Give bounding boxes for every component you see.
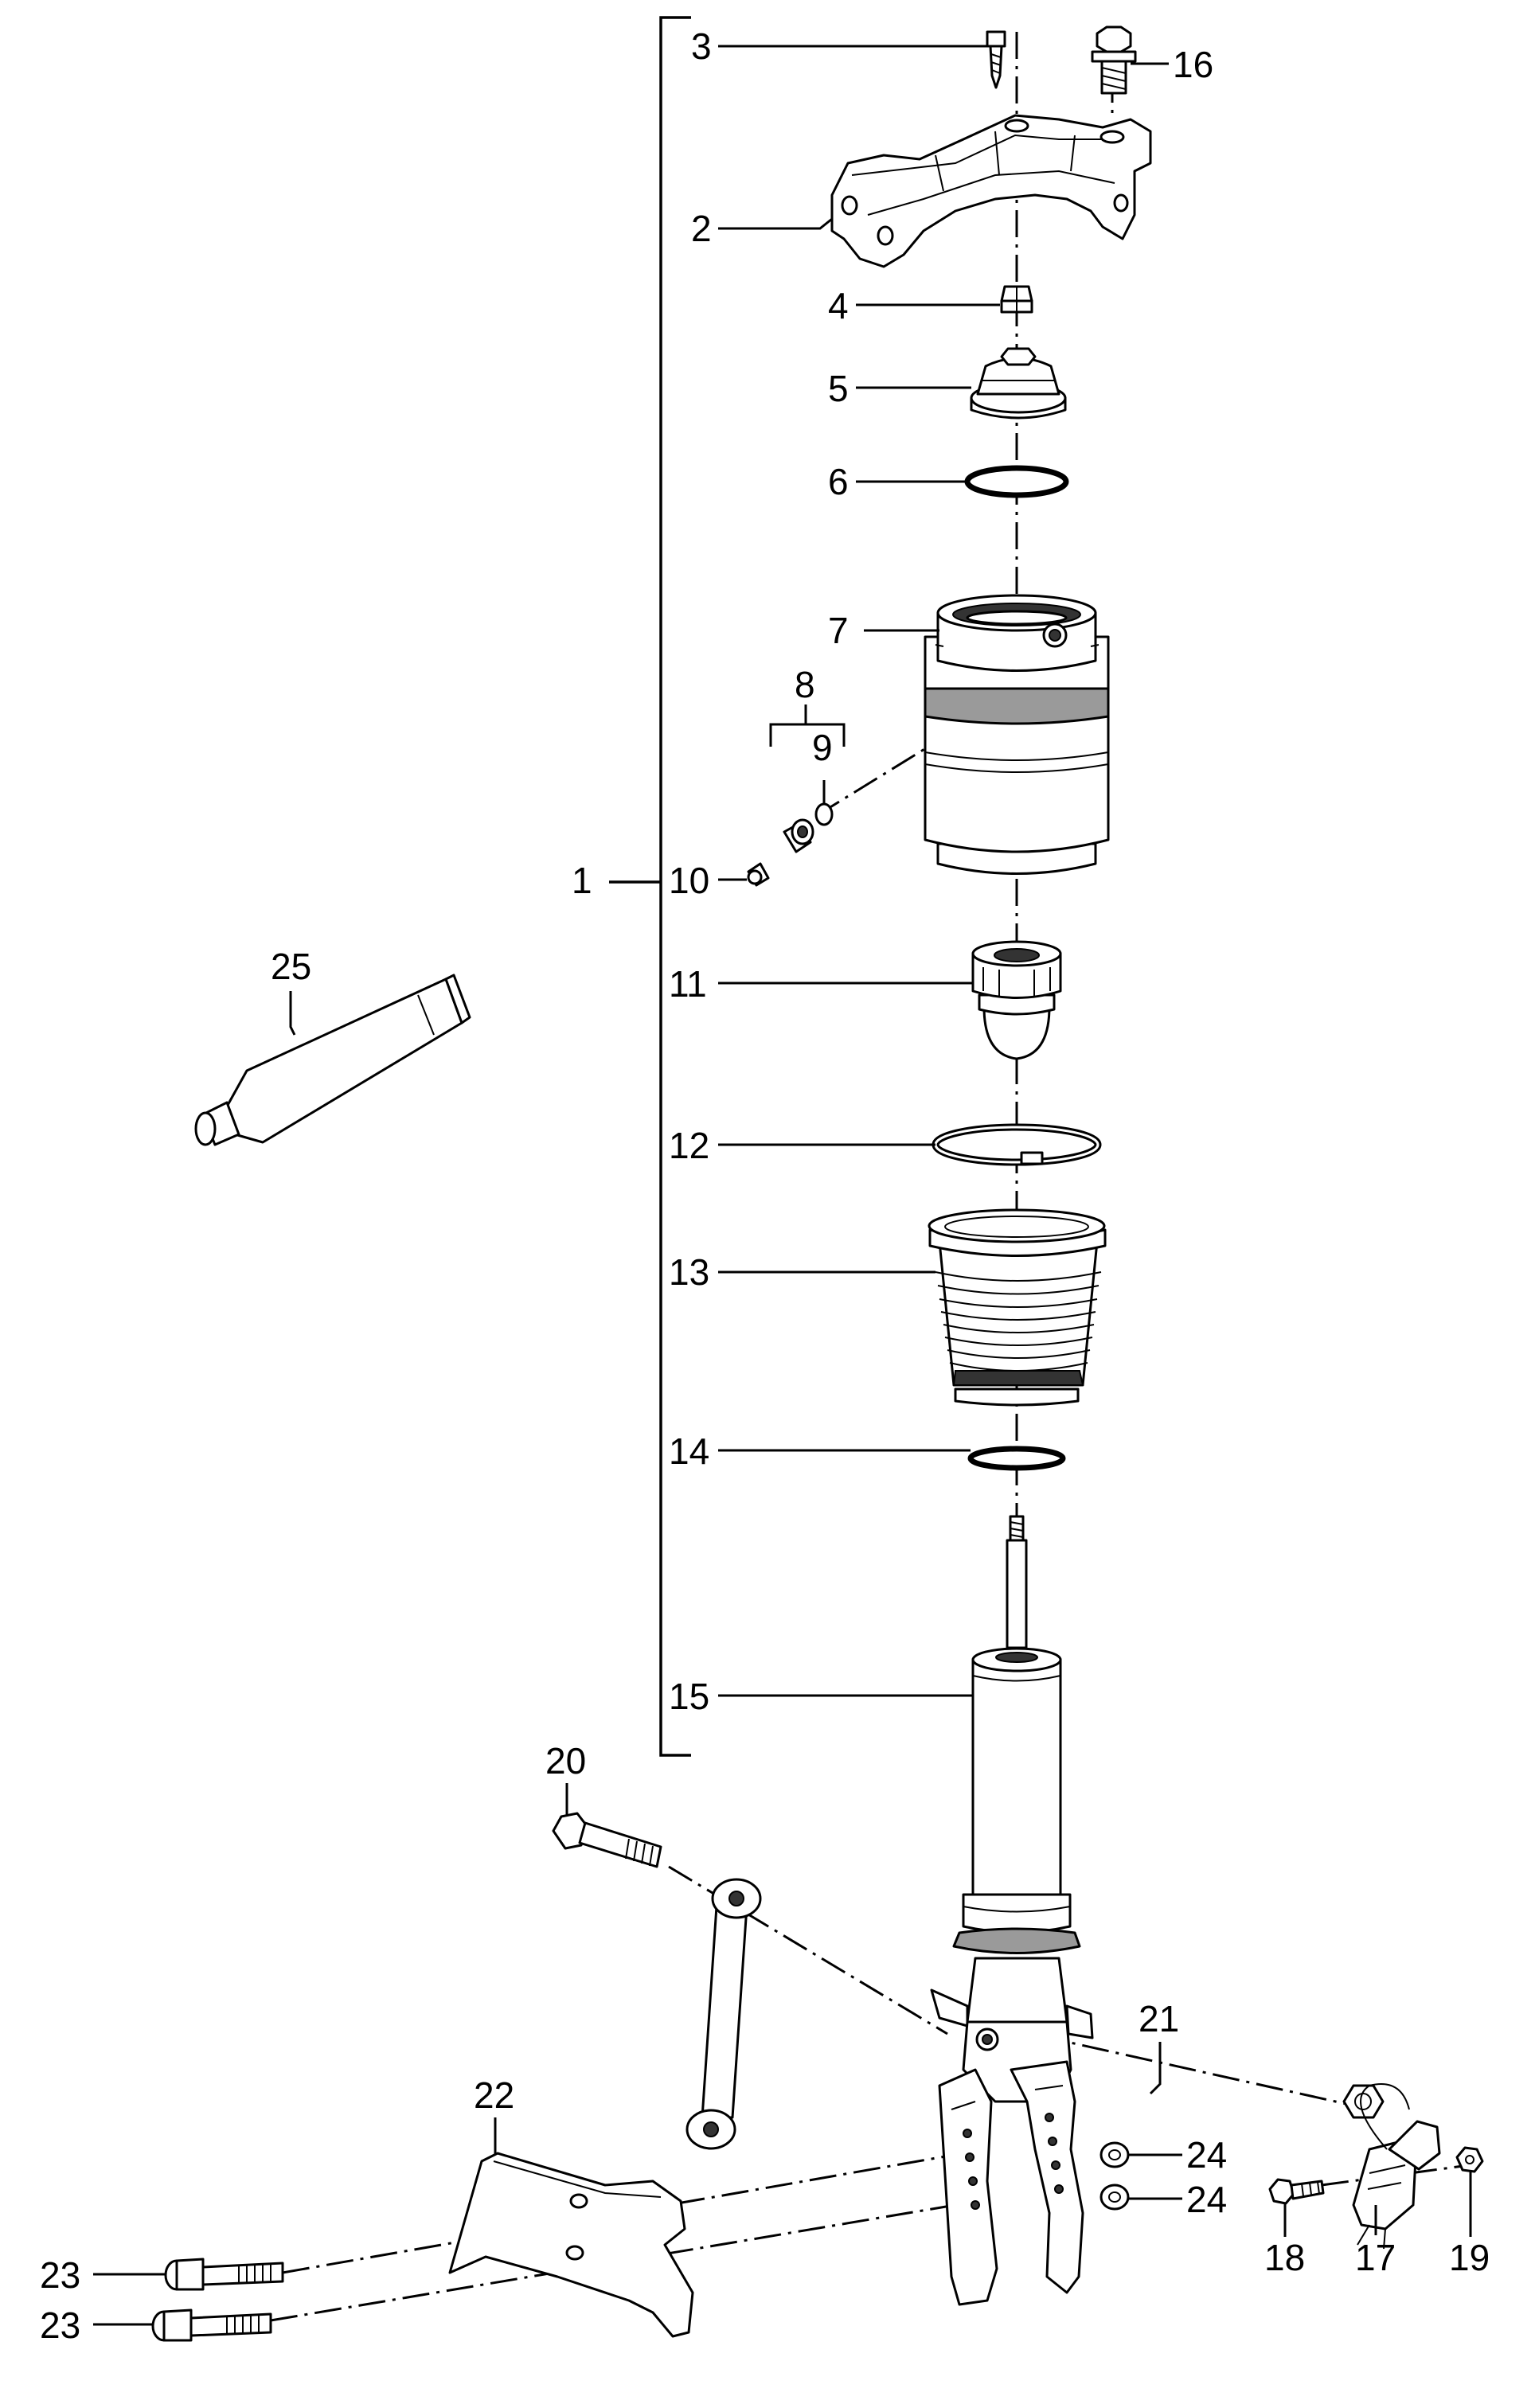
shock-absorber-part-15 xyxy=(930,1515,1094,2306)
callout-23-upper: 23 xyxy=(40,2254,80,2296)
leader-lines xyxy=(93,45,1472,2326)
ring-part-14 xyxy=(967,1446,1066,1471)
top-mount-part-2 xyxy=(830,114,1152,268)
callout-19: 19 xyxy=(1449,2237,1490,2278)
callout-18: 18 xyxy=(1264,2237,1305,2278)
callout-22: 22 xyxy=(474,2074,514,2116)
callout-4: 4 xyxy=(828,285,849,326)
air-spring-part-7 xyxy=(924,594,1110,875)
sensor-part-17 xyxy=(1352,2083,1441,2250)
coupling-link xyxy=(685,1878,762,2150)
bolt-part-20 xyxy=(552,1812,662,1868)
bolt-part-18 xyxy=(1268,2178,1325,2205)
sensor-axis xyxy=(1321,2164,1470,2187)
assembly-bracket xyxy=(609,16,691,1757)
callout-17: 17 xyxy=(1355,2237,1396,2278)
mount-bearing-part-5 xyxy=(970,347,1067,420)
callout-24-upper: 24 xyxy=(1186,2134,1227,2176)
callout-6: 6 xyxy=(828,461,849,502)
valve-body xyxy=(783,818,814,853)
callout-11: 11 xyxy=(669,963,707,1005)
callout-1: 1 xyxy=(572,860,592,901)
callout-15: 15 xyxy=(669,1676,709,1717)
callout-12: 12 xyxy=(669,1125,709,1166)
bolt-axis-1 xyxy=(282,2152,964,2274)
guard-plate-part-22 xyxy=(448,2152,694,2338)
callout-9: 9 xyxy=(812,727,833,768)
bolt-part-16 xyxy=(1091,25,1137,95)
bump-stop-part-11 xyxy=(971,940,1062,1060)
callout-24-lower: 24 xyxy=(1186,2179,1227,2220)
bolt-part-23-lower xyxy=(151,2308,272,2342)
callout-14: 14 xyxy=(669,1430,709,1472)
callout-16: 16 xyxy=(1173,44,1213,85)
bolt-part-23-upper xyxy=(164,2258,284,2291)
nut-part-24-upper xyxy=(1099,2141,1130,2168)
screw-part-3 xyxy=(986,30,1006,89)
nut-part-24-lower xyxy=(1099,2184,1130,2211)
callout-numbers: 1 2 3 4 5 6 7 8 9 10 11 12 13 14 15 16 1… xyxy=(40,25,1490,2346)
callout-3: 3 xyxy=(691,25,712,67)
callout-5: 5 xyxy=(828,368,849,409)
callout-8: 8 xyxy=(795,664,815,705)
seal-ring-part-9 xyxy=(814,802,834,826)
valve-cap-part-10 xyxy=(747,862,770,887)
callout-13: 13 xyxy=(669,1251,709,1293)
callout-20: 20 xyxy=(545,1740,586,1782)
protective-boot-part-13 xyxy=(928,1208,1107,1407)
callout-10: 10 xyxy=(669,860,709,901)
callout-25: 25 xyxy=(271,946,311,987)
valve-assembly-part-8 xyxy=(747,704,846,887)
callout-2: 2 xyxy=(691,208,712,249)
o-ring-part-6 xyxy=(964,465,1069,498)
callout-21: 21 xyxy=(1139,1998,1179,2039)
callout-7: 7 xyxy=(828,610,849,651)
nut-part-4 xyxy=(1000,285,1033,314)
bracket-part-8 xyxy=(769,704,846,747)
clamp-ring-part-12 xyxy=(932,1123,1102,1166)
grease-tube-part-25 xyxy=(194,974,471,1146)
callout-23-lower: 23 xyxy=(40,2305,80,2346)
nut-part-19 xyxy=(1455,2146,1484,2173)
